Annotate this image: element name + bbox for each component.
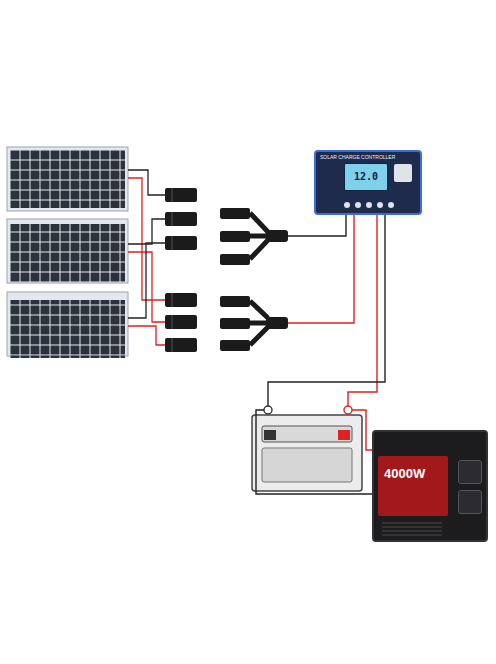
lcd-screen: 12.0 [344, 163, 388, 191]
usb-ports [394, 164, 412, 182]
charge-controller: SOLAR CHARGE CONTROLLER 12.0 [314, 150, 422, 215]
button [344, 202, 350, 208]
inverter-wires [256, 410, 372, 494]
solar-panel [7, 147, 128, 211]
vent-slot [382, 530, 442, 532]
lcd-reading: 12.0 [345, 171, 387, 182]
button [377, 202, 383, 208]
y-branch-connector [220, 208, 288, 265]
connector-ribs [172, 188, 173, 352]
outlet [458, 490, 482, 514]
button [366, 202, 372, 208]
solar-panel [7, 219, 128, 283]
wattage-label: 4000W [384, 466, 425, 481]
button [388, 202, 394, 208]
battery-wires [268, 214, 385, 407]
label-band: 4000W [378, 456, 448, 516]
battery [252, 406, 362, 491]
solar-panel [7, 292, 128, 358]
panel-wires [128, 170, 165, 345]
mc4-connectors [165, 188, 197, 352]
vent-slot [382, 534, 442, 536]
vent-slot [382, 522, 442, 524]
power-inverter: 4000W [372, 430, 488, 542]
pv-input-wires [288, 214, 354, 323]
outlet [458, 460, 482, 484]
vent-slot [382, 526, 442, 528]
controller-title: SOLAR CHARGE CONTROLLER [320, 154, 395, 160]
button [355, 202, 361, 208]
y-branch-connector [220, 296, 288, 351]
